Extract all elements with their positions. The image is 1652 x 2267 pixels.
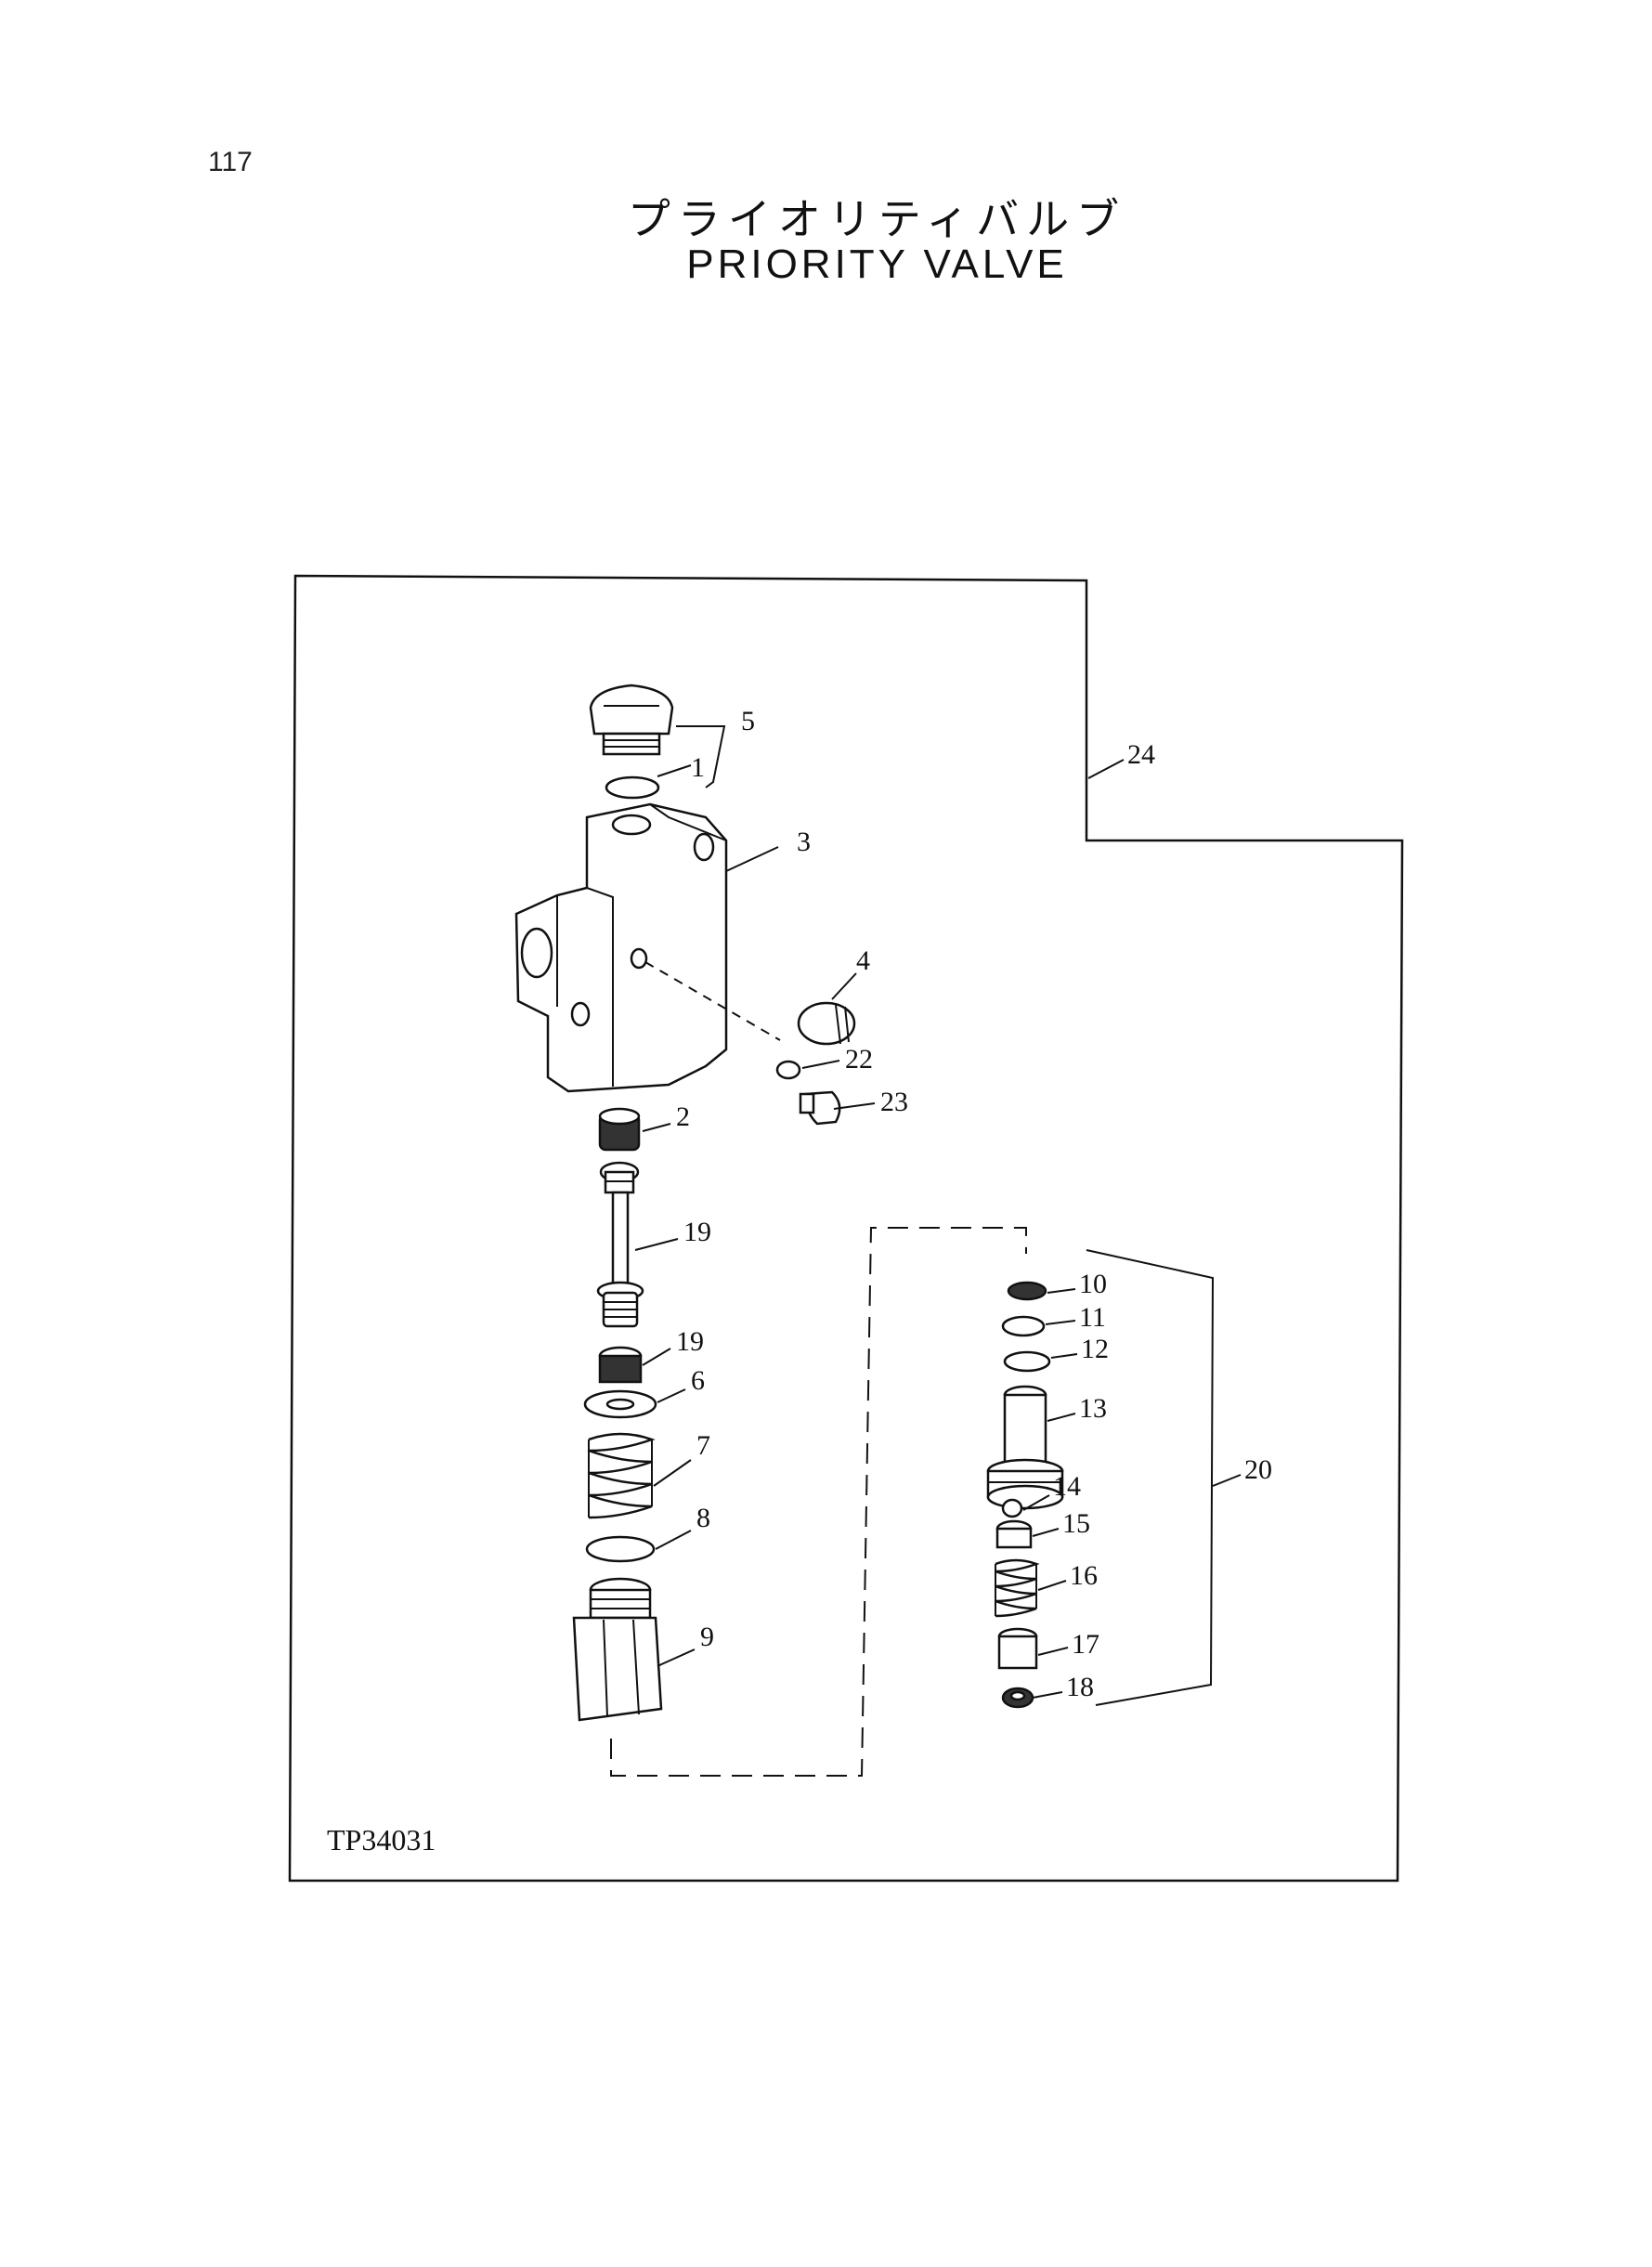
part-19-retainer [598,1346,643,1384]
callout-9: 9 [700,1622,714,1652]
figure-id: TP34031 [327,1823,436,1857]
part-15-poppet [995,1519,1033,1549]
part-18-nut [1001,1687,1034,1709]
part-3-valve-body [514,802,728,1093]
callout-11: 11 [1079,1302,1106,1333]
callout-20: 20 [1244,1454,1272,1485]
part-13-seat [986,1385,1064,1510]
dashed-connector [610,1227,1027,1777]
title-english: PRIORITY VALVE [686,241,1068,287]
title-japanese: プライオリティバルブ [627,194,1127,244]
callout-13: 13 [1079,1393,1107,1424]
part-1-o-ring [605,775,660,800]
assembly-boundary [288,574,1404,1883]
part-4-plug [797,1001,856,1046]
callout-1: 1 [691,752,705,783]
callout-19-spool: 19 [683,1217,711,1247]
callout-14: 14 [1053,1471,1081,1502]
part-10-ring [1007,1281,1047,1301]
part-6-washer [583,1389,657,1419]
callout-22: 22 [845,1044,873,1075]
callout-3: 3 [797,827,811,857]
part-9-cap [572,1577,663,1722]
callout-23: 23 [880,1087,908,1117]
page-number: 117 [208,147,253,177]
part-17-sleeve [997,1627,1038,1670]
part-14-ball [1001,1498,1023,1518]
part-19-spool [596,1161,644,1328]
part-22-o-ring [775,1060,801,1080]
callout-24: 24 [1127,739,1155,770]
callout-7: 7 [696,1430,710,1461]
part-23-plug [799,1090,841,1126]
callout-5: 5 [741,706,755,736]
callout-19-retainer: 19 [676,1326,704,1357]
part-2-nut [598,1107,641,1152]
callout-18: 18 [1066,1672,1094,1702]
callout-16: 16 [1070,1560,1098,1591]
callout-4: 4 [856,945,870,976]
part-5-plug [589,684,674,756]
callout-2: 2 [676,1101,690,1132]
callout-6: 6 [691,1365,705,1396]
part-12-o-ring [1003,1350,1051,1373]
part-7-spring [588,1432,656,1519]
callout-8: 8 [696,1503,710,1533]
callout-17: 17 [1072,1629,1099,1660]
callout-12: 12 [1081,1334,1109,1364]
part-16-spring [995,1558,1040,1618]
part-11-ring [1001,1315,1046,1337]
part-8-o-ring [585,1535,656,1563]
leader-lines [634,759,1242,1699]
callout-10: 10 [1079,1269,1107,1299]
callout-15: 15 [1062,1508,1090,1539]
